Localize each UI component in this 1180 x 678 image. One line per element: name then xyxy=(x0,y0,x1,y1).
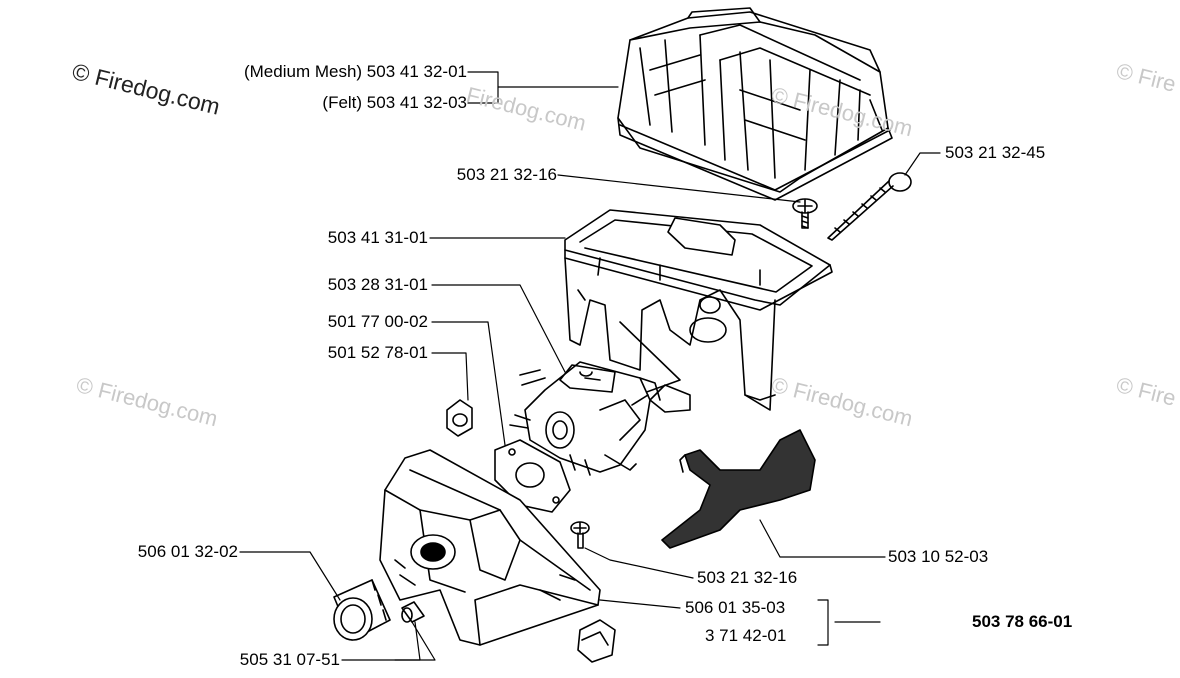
screw-bottom-part xyxy=(570,521,590,549)
label-throttle-lever: 503 10 52-03 xyxy=(888,547,989,566)
label-screw-top: 503 21 32-16 xyxy=(456,165,557,184)
label-nut: 501 52 78-01 xyxy=(327,343,428,362)
throttle-lever-part xyxy=(661,429,816,549)
nut-part xyxy=(446,399,473,437)
label-air-filter-felt: (Felt) 503 41 32-03 xyxy=(322,93,467,112)
label-kit: 503 78 66-01 xyxy=(972,612,1073,631)
label-carburetor: 503 28 31-01 xyxy=(327,275,428,294)
label-screw-bottom: 503 21 32-16 xyxy=(697,568,798,587)
label-air-filter-medium: (Medium Mesh) 503 41 32-01 xyxy=(243,62,467,81)
label-sleeve: 505 31 07-51 xyxy=(239,650,340,669)
clamp-part xyxy=(577,619,616,663)
carburetor-part xyxy=(509,361,661,476)
long-screw-part xyxy=(827,172,912,241)
label-intake-bellows: 506 01 32-02 xyxy=(137,542,238,561)
air-filter-part xyxy=(617,7,893,201)
label-gasket: 501 77 00-02 xyxy=(327,312,428,331)
screw-top-part xyxy=(792,198,818,229)
label-long-screw: 503 21 32-45 xyxy=(945,143,1046,162)
intake-bellows-part xyxy=(333,579,391,641)
gasket-part xyxy=(494,439,571,513)
sleeve-part xyxy=(401,601,425,623)
label-filter-holder: 503 41 31-01 xyxy=(327,228,428,247)
leader-lines xyxy=(239,71,941,661)
label-carb-base-2: 3 71 42-01 xyxy=(705,626,787,645)
label-carb-base-1: 506 01 35-03 xyxy=(685,598,786,617)
carb-base-part xyxy=(379,449,601,646)
